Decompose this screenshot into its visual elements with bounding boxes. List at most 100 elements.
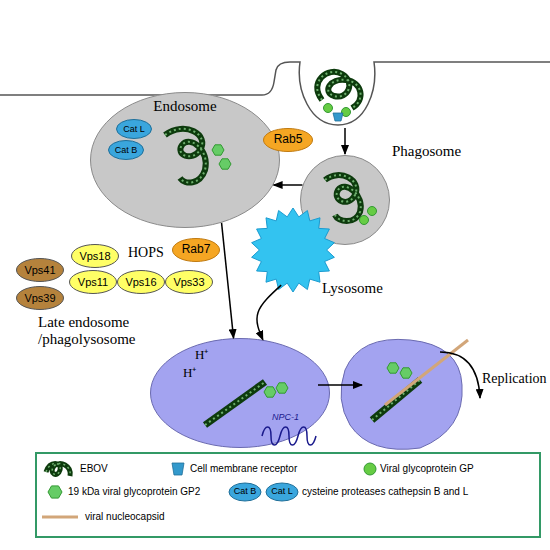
ellipse-outline (72, 245, 119, 268)
legend-text: EBOV (80, 463, 108, 474)
hops-subunit: Vps41 (16, 258, 64, 282)
cell-membrane (0, 62, 550, 125)
gp2-hexagon (387, 363, 399, 373)
node-label: Endosome (135, 98, 235, 115)
gp2-hexagon (212, 145, 224, 155)
rab-gtpase: Rab5 (263, 128, 313, 152)
cathepsin-enzyme: Cat B (108, 140, 144, 160)
node-label: Vps33 (165, 270, 213, 294)
gp-spike (342, 108, 351, 117)
node-outline-layer (150, 338, 330, 448)
npc1-receptor (262, 427, 316, 445)
hops-subunit: Vps33 (165, 270, 213, 294)
ebov-particle-spots (165, 129, 206, 183)
node-label: Cat B (108, 140, 144, 160)
cathepsin-legend-icon (229, 483, 261, 501)
ebov-particle (372, 380, 420, 420)
replication-arrow (440, 352, 480, 398)
node-label: H⁺ (183, 366, 207, 381)
node-label: NPC-1 (272, 412, 312, 422)
gp2-hexagon (400, 368, 412, 378)
ellipse-outline (151, 339, 330, 448)
ellipse-outline (118, 271, 165, 294)
legend-text: 19 kDa viral glycoprotein GP2 (68, 486, 200, 497)
hops-subunit: Vps16 (117, 270, 165, 294)
legend-frame (36, 453, 540, 537)
node-label: Vps41 (16, 258, 64, 282)
hops-subunit: Vps18 (71, 244, 119, 268)
icon-text: Cat L (266, 486, 298, 496)
gp-spike (360, 216, 369, 225)
node-label: Lysosome (322, 280, 402, 297)
ebov-particle (325, 175, 361, 221)
ebov-particle (165, 129, 206, 183)
legend-text: Cell membrane receptor (190, 463, 297, 474)
legend-text: cysteine proteases cathepsin B and L (302, 486, 468, 497)
legend-entry: EBOV (80, 463, 160, 475)
ellipse-outline (173, 239, 220, 262)
transport-arrow (257, 285, 281, 340)
legend-entry: 19 kDa viral glycoprotein GP2 (68, 486, 228, 498)
ebov-legend-icon (46, 464, 70, 477)
process-label: Replication (482, 371, 548, 387)
ebov-particle-spots (372, 380, 420, 420)
ellipse-outline (117, 120, 152, 139)
uncoating-vesicle (341, 339, 462, 449)
ebov-particle-spots (205, 382, 265, 425)
node-outline-layer (251, 208, 335, 292)
node-label: Cat L (116, 119, 152, 139)
complex-name: HOPS (128, 245, 178, 261)
ebov-particle-spots (325, 175, 361, 221)
gp2-hexagon (276, 383, 288, 393)
ellipse-outline (109, 141, 144, 160)
node-label: Vps16 (117, 270, 165, 294)
node-label: Vps39 (16, 286, 64, 310)
gp2-hexagon (219, 159, 231, 169)
ellipse-outline (17, 287, 64, 310)
ebov-legend-icon-spots (46, 464, 70, 477)
gp2-legend-icon (48, 486, 62, 498)
legend-text: Viral glycoprotein GP (380, 463, 474, 474)
legend-text: viral nucleocapsid (85, 511, 165, 522)
lysosome-organelle: Lysosome (251, 208, 335, 292)
ebov-particle (317, 72, 360, 108)
node-label: Phagosome (392, 143, 482, 160)
endosome-compartment: EndosomeCat LCat B (90, 92, 280, 228)
gp-legend-icon (364, 463, 376, 475)
receptor-legend-icon (172, 463, 184, 475)
membrane-receptor (333, 113, 343, 121)
transport-arrow (222, 223, 234, 338)
ellipse-outline (166, 271, 213, 294)
gp-spike (324, 104, 333, 113)
entry-arrow (344, 128, 346, 154)
ellipse-outline (17, 259, 64, 282)
node-label: Vps18 (71, 244, 119, 268)
transport-arrow (274, 184, 303, 186)
gp-spike (368, 207, 377, 216)
legend-entry: viral nucleocapsid (85, 511, 285, 523)
cathepsin-legend-icon (266, 483, 298, 501)
node-label: H⁺ (195, 348, 219, 363)
ellipse-outline (91, 93, 280, 228)
node-label: Rab5 (263, 128, 313, 152)
cathepsin-enzyme: Cat L (116, 119, 152, 139)
starburst-outline (252, 208, 335, 292)
hops-subunit: Vps11 (69, 270, 117, 294)
node-label: Vps11 (69, 270, 117, 294)
ellipse-outline (264, 129, 313, 152)
ebov-particle (205, 382, 265, 425)
legend-entry: cysteine proteases cathepsin B and L (302, 486, 532, 498)
fusion-arrow (318, 384, 362, 386)
ebov-particle-spots (317, 72, 360, 108)
rab-gtpase: Rab7 (172, 238, 220, 262)
gp2-hexagon (264, 387, 276, 397)
legend-entry: Cell membrane receptor (190, 463, 350, 475)
node-label: Rab7 (172, 238, 220, 262)
nucleocapsid-legend-icon (42, 516, 78, 519)
late-endosome-compartment: Late endosome /phagolysosomeH⁺H⁺NPC-1 (150, 338, 330, 448)
icon-text: Cat B (229, 486, 261, 496)
node-label: Late endosome /phagolysosome (38, 314, 163, 349)
hops-subunit: Vps39 (16, 286, 64, 310)
